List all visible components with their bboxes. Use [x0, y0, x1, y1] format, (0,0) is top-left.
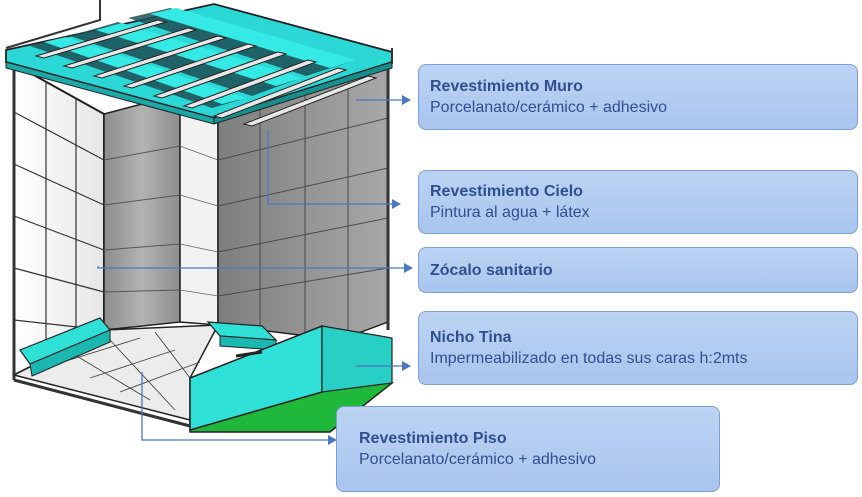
callout-description: Impermeabilizado en todas sus caras h:2m… — [430, 350, 748, 367]
zocalo-pieces — [19, 317, 278, 377]
callout-nicho-tina: Nicho Tina Impermeabilizado en todas sus… — [418, 311, 858, 385]
frame-posts — [12, 60, 390, 428]
callout-revestimiento-muro: Revestimiento Muro Porcelanato/cerámico … — [418, 64, 858, 130]
callout-title: Revestimiento Piso — [359, 430, 507, 447]
callout-title: Zócalo sanitario — [430, 261, 553, 279]
back-wall-left — [103, 93, 181, 331]
callout-description: Pintura al agua + látex — [430, 204, 590, 221]
callout-description: Porcelanato/cerámico + adhesivo — [430, 99, 668, 116]
connectors — [97, 99, 404, 441]
callout-title: Nicho Tina — [430, 329, 512, 346]
callout-title: Revestimiento Cielo — [430, 183, 583, 200]
callout-zocalo-sanitario: Zócalo sanitario — [418, 247, 858, 293]
tub-panel — [189, 324, 393, 431]
connector-arrowheads — [328, 95, 413, 445]
callout-description: Porcelanato/cerámico + adhesivo — [359, 451, 597, 468]
callout-revestimiento-piso: Revestimiento Piso Porcelanato/cerámico … — [336, 406, 720, 492]
callout-title: Revestimiento Muro — [430, 78, 583, 95]
white-column — [179, 92, 219, 326]
roof — [5, 0, 393, 127]
callout-revestimiento-cielo: Revestimiento Cielo Pintura al agua + lá… — [418, 170, 858, 234]
